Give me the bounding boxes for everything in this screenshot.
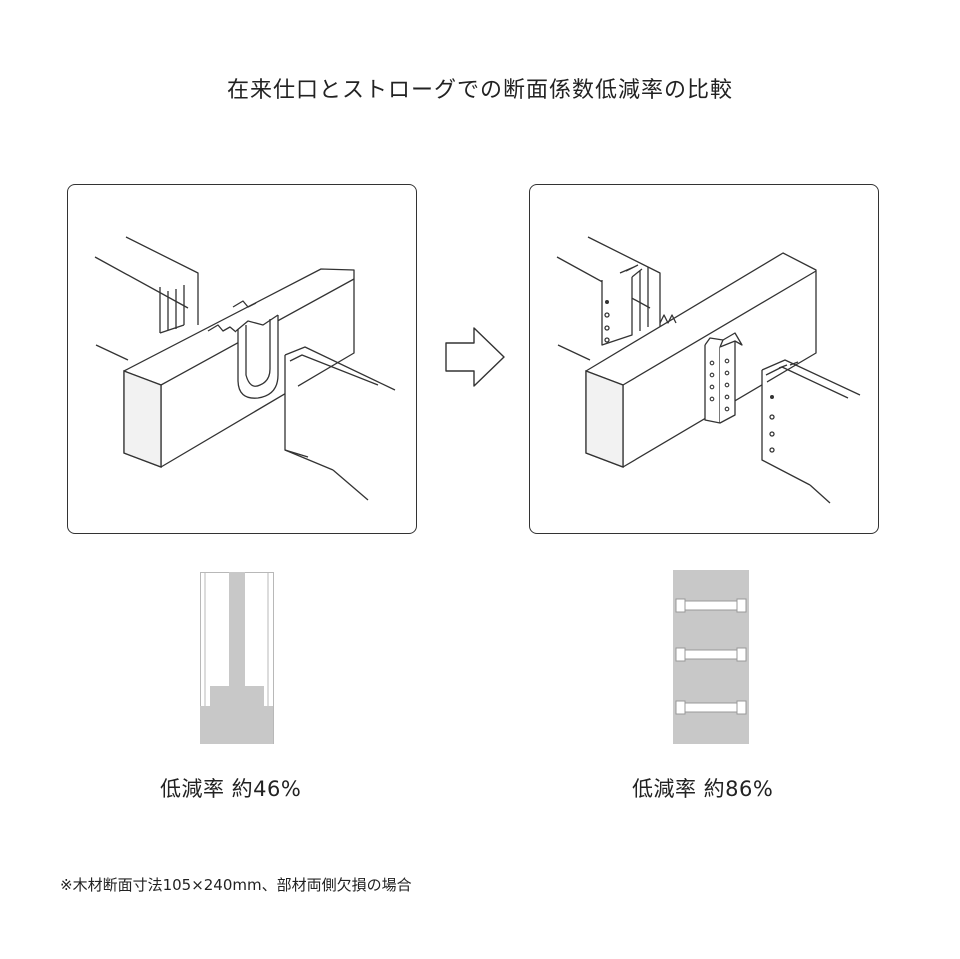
traditional-joint-drawing <box>94 236 396 501</box>
strog-joint-drawing <box>556 236 861 504</box>
traditional-joint-illustration-panel <box>67 184 417 534</box>
left-reduction-rate-label: 低減率 約46% <box>160 777 302 801</box>
right-arrow-outline-icon <box>445 327 505 387</box>
footnote: ※木材断面寸法105×240mm、部材両側欠損の場合 <box>60 876 412 894</box>
strog-cross-section <box>673 570 749 744</box>
traditional-cross-section <box>200 572 274 744</box>
strog-joint-illustration-panel <box>529 184 879 534</box>
right-reduction-rate-label: 低減率 約86% <box>632 777 774 801</box>
page-title: 在来仕口とストローグでの断面係数低減率の比較 <box>226 78 733 103</box>
